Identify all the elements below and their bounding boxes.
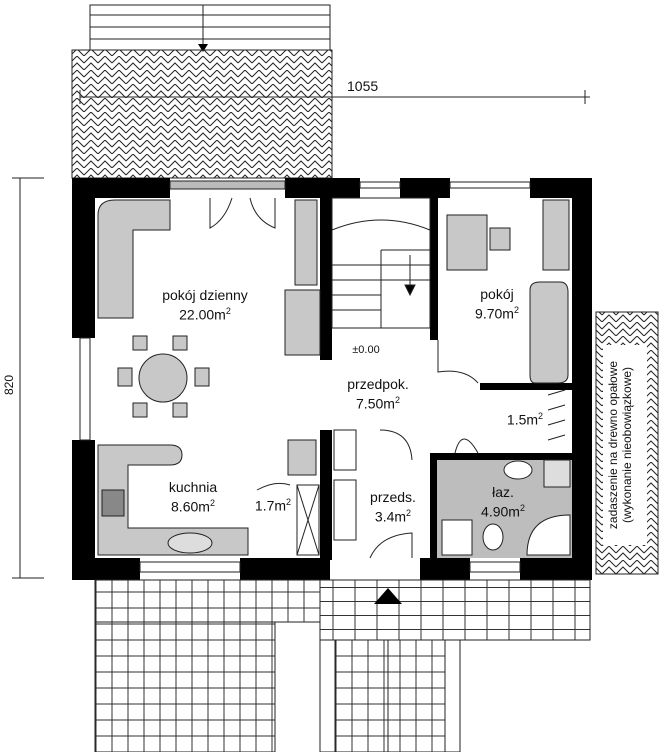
unit-sup: 2 [286, 497, 292, 507]
room-area: 3.4m [374, 508, 407, 525]
room-area: 8.60m [171, 498, 210, 515]
room-area: 22.00m [179, 306, 226, 323]
room-kitchen: kuchnia 8.60m2 [169, 479, 217, 515]
room-vestibule: przeds. 3.4m2 [370, 489, 416, 525]
entrance-stairs-top [89, 4, 331, 52]
front-terrace [94, 579, 591, 752]
doors [209, 197, 479, 559]
staircase [331, 197, 431, 329]
room-area: 4.90m [481, 503, 520, 520]
room-area: 1.5m [506, 411, 539, 428]
room-area: 9.70m [475, 305, 514, 322]
room-hall: przedpok. 7.50m2 [347, 376, 408, 412]
bedroom-furniture [446, 199, 570, 384]
room-bathroom: łaz. 4.90m2 [481, 484, 525, 520]
room-name: kuchnia [168, 479, 218, 495]
unit-sup: 2 [209, 498, 215, 508]
room-area: 7.50m [356, 395, 395, 412]
dimension-height [12, 177, 44, 579]
windows [79, 180, 531, 573]
room-area: 1.7m [254, 497, 287, 514]
room-name: łaz. [492, 484, 514, 500]
level-marker: ±0.00 [352, 344, 380, 356]
bathroom-fixtures [441, 459, 571, 556]
terrace [71, 49, 333, 179]
room-bedroom: pokój 9.70m2 [475, 286, 519, 322]
unit-sup: 2 [513, 305, 519, 315]
dimension-width [79, 90, 590, 104]
unit-sup: 2 [406, 508, 412, 518]
room-name: przedpok. [347, 376, 409, 392]
wardrobes [296, 389, 566, 556]
walls [72, 178, 592, 580]
width-dimension: 1055 [347, 78, 379, 94]
height-dimension: 820 [2, 374, 16, 395]
unit-sup: 2 [394, 395, 400, 405]
unit-sup: 2 [538, 411, 544, 421]
room-pantry: 1.7m2 [255, 494, 291, 514]
room-living: pokój dzienny 22.00m2 [162, 287, 248, 323]
canopy-note-line2: (wykonanie nieobowiązkowe) [620, 366, 634, 524]
living-furniture [97, 199, 321, 556]
canopy-note: zadaszenie na drewno opałowe(wykonanie n… [606, 345, 634, 545]
unit-sup: 2 [519, 503, 525, 513]
room-name: pokój [480, 286, 514, 302]
room-name: przeds. [370, 489, 416, 505]
room-closet: 1.5m2 [507, 408, 543, 428]
room-name: pokój dzienny [162, 287, 248, 303]
unit-sup: 2 [225, 306, 231, 316]
canopy-note-line1: zadaszenie na drewno opałowe [606, 360, 620, 530]
